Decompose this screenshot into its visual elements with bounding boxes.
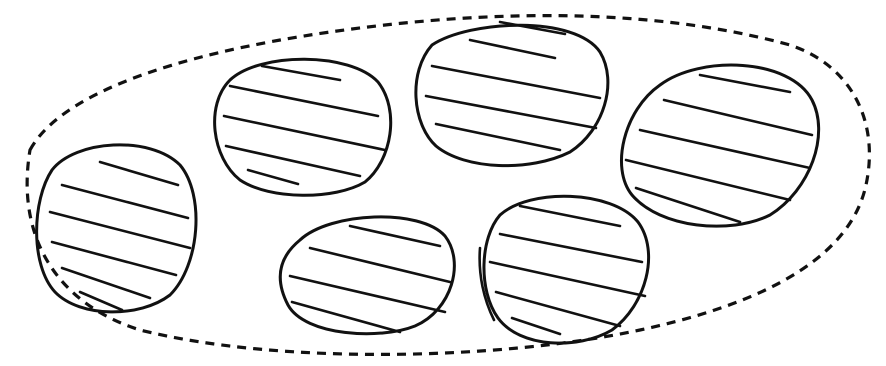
hatched-blob-1 — [37, 145, 196, 312]
hatched-blob-6 — [480, 196, 649, 343]
hatched-blob-5 — [280, 217, 454, 334]
hatched-blob-3 — [416, 22, 608, 166]
hatched-blob-2 — [215, 59, 391, 195]
hatched-blob-4 — [621, 65, 818, 226]
